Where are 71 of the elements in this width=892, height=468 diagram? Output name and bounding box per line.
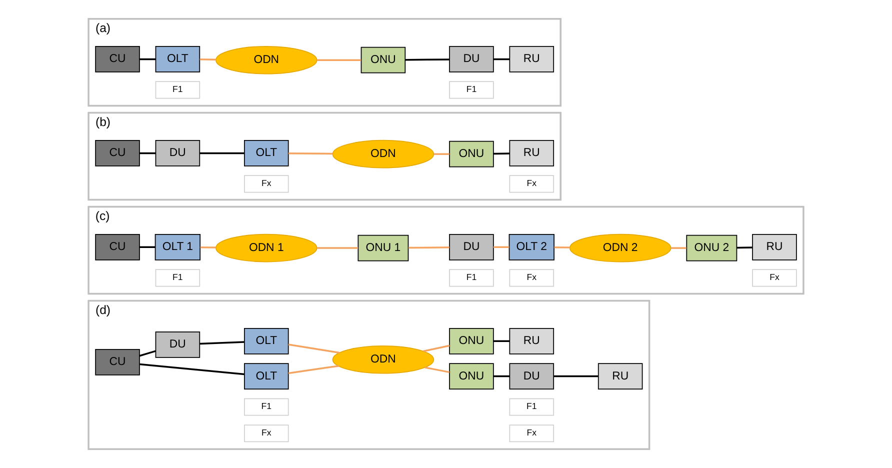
connector — [405, 58, 450, 61]
node-box: OLT — [155, 46, 200, 72]
node-box: DU — [509, 363, 554, 390]
connector — [288, 344, 340, 354]
node-box: OLT — [244, 140, 289, 166]
node-box: DU — [449, 46, 494, 72]
connector — [200, 246, 216, 248]
connector — [408, 246, 450, 249]
node-box: CU — [95, 234, 140, 260]
node-box: F1 — [449, 81, 494, 99]
connector — [493, 340, 510, 342]
connector — [139, 350, 156, 357]
connector — [554, 246, 570, 248]
connector — [140, 363, 244, 376]
node-box: Fx — [509, 175, 554, 193]
node-box: DU — [449, 234, 494, 260]
node-box: ONU — [449, 328, 494, 354]
node-box: OLT 2 — [508, 234, 554, 260]
node-box: Fx — [509, 269, 554, 287]
node-box: F1 — [155, 81, 200, 99]
connector — [493, 152, 510, 155]
node-box: F1 — [449, 269, 494, 287]
connector — [140, 152, 156, 154]
connector — [200, 341, 244, 345]
connector — [317, 247, 358, 249]
node-box: Fx — [244, 424, 289, 442]
node-box: OLT — [244, 328, 289, 354]
node-box: ONU 1 — [358, 234, 409, 262]
connector — [288, 365, 339, 374]
node-box: ONU — [449, 140, 494, 168]
node-box: DU — [155, 140, 200, 166]
connector — [424, 366, 450, 374]
node-box: RU — [598, 363, 643, 390]
connector — [317, 59, 362, 61]
connector — [434, 153, 450, 155]
node-box: RU — [509, 46, 554, 72]
node-ellipse: ODN 1 — [215, 234, 318, 262]
node-ellipse: ODN — [215, 46, 318, 74]
node-ellipse: ODN 2 — [569, 234, 672, 262]
node-box: OLT — [244, 363, 289, 390]
connector — [493, 58, 510, 60]
node-box: ONU — [360, 46, 406, 74]
connector — [140, 58, 156, 60]
connector — [737, 246, 752, 249]
node-box: CU — [95, 349, 140, 376]
connector — [423, 344, 450, 352]
connector — [493, 246, 510, 248]
connector — [288, 152, 333, 155]
node-box: CU — [95, 140, 140, 166]
connector — [671, 247, 686, 249]
node-box: RU — [509, 140, 554, 166]
node-box: Fx — [244, 175, 289, 193]
node-box: F1 — [155, 269, 200, 287]
connector — [200, 58, 216, 60]
node-box: OLT 1 — [154, 234, 201, 260]
node-box: ONU — [449, 363, 494, 390]
node-box: F1 — [509, 398, 554, 416]
node-ellipse: ODN — [332, 140, 434, 168]
connector — [140, 246, 156, 248]
connector — [200, 152, 244, 154]
node-box: Fx — [752, 269, 797, 287]
node-box: CU — [95, 46, 140, 72]
connector — [493, 375, 510, 378]
node-ellipse: ODN — [332, 345, 434, 374]
node-box: RU — [509, 328, 554, 354]
node-box: ONU 2 — [686, 234, 738, 262]
node-box: Fx — [509, 424, 554, 442]
node-box: F1 — [244, 398, 289, 416]
connector — [554, 375, 598, 378]
node-box: DU — [155, 332, 200, 358]
node-box: RU — [752, 234, 797, 260]
